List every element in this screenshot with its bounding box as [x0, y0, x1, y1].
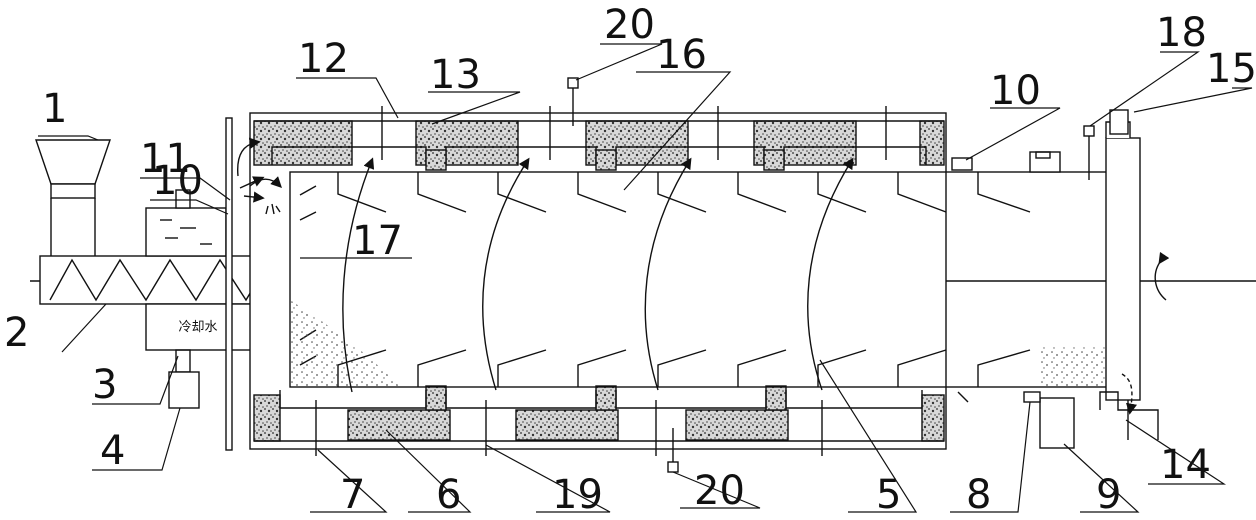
top-baffles — [381, 106, 887, 160]
water-tank — [145, 207, 227, 257]
seal-ring-right — [951, 157, 973, 171]
label-20a: 20 — [604, 2, 655, 48]
drive-gear — [1023, 391, 1041, 403]
exhaust-fan — [1109, 109, 1129, 135]
label-18: 18 — [1156, 10, 1207, 56]
drive-motor-right — [1039, 397, 1075, 449]
label-13: 13 — [430, 52, 481, 98]
label-8: 8 — [966, 472, 991, 518]
material-heap-outlet — [1040, 346, 1116, 387]
label-14: 14 — [1160, 442, 1211, 488]
insulation-top — [253, 120, 945, 166]
sensor-18 — [1083, 125, 1095, 137]
label-19: 19 — [552, 472, 603, 518]
label-20b: 20 — [694, 468, 745, 514]
label-2: 2 — [4, 310, 29, 356]
top-lifting-blades — [299, 172, 1031, 221]
label-3: 3 — [92, 362, 117, 408]
bottom-heating-channel — [279, 390, 923, 409]
label-9: 9 — [1096, 472, 1121, 518]
label-cooling-water: 冷却水 — [178, 320, 217, 335]
insulation-bottom — [253, 385, 945, 442]
leader-lines — [38, 43, 1253, 513]
thermocouple-bottom — [667, 461, 679, 473]
label-10a: 10 — [152, 158, 203, 204]
part-labels: 1 2 3 4 5 6 7 8 9 10 10 11 12 13 14 15 1… — [4, 2, 1256, 518]
inlet-end-plate — [225, 117, 233, 451]
top-heating-channel — [271, 146, 927, 165]
label-1: 1 — [42, 86, 67, 132]
label-4: 4 — [100, 428, 125, 474]
bottom-lifting-blades — [299, 329, 1031, 387]
label-5: 5 — [876, 472, 901, 518]
drive-motor — [168, 371, 200, 409]
material-flow-arcs — [342, 157, 854, 393]
label-7: 7 — [340, 472, 365, 518]
label-6: 6 — [436, 472, 461, 518]
bottom-baffles — [315, 400, 823, 456]
label-15: 15 — [1206, 46, 1256, 92]
label-17: 17 — [352, 218, 403, 264]
outlet-hood — [1105, 137, 1141, 401]
label-12: 12 — [298, 36, 349, 82]
label-10b: 10 — [990, 68, 1041, 114]
feed-hopper — [35, 139, 111, 185]
label-16: 16 — [656, 32, 707, 78]
label-11: 11 — [140, 136, 191, 182]
